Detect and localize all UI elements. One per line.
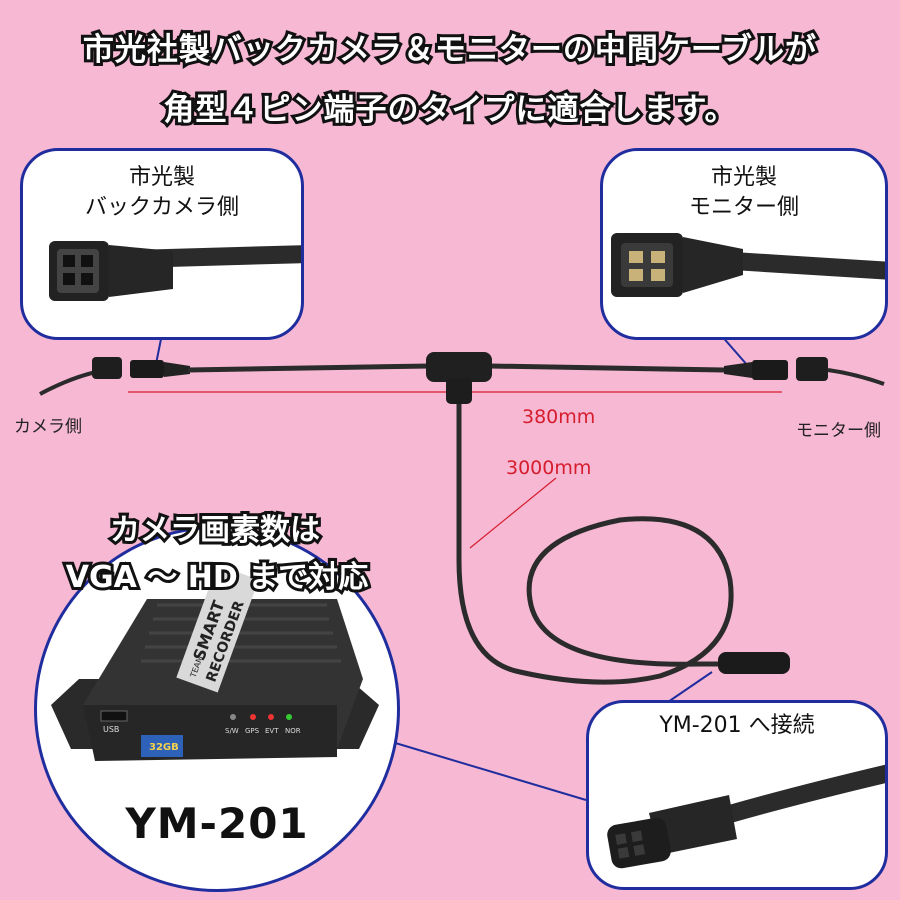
camera-side-title-line-2: バックカメラ側 xyxy=(84,195,239,220)
long-cable xyxy=(456,404,734,685)
length-horizontal-label: 380mm xyxy=(522,406,596,428)
camera-side-label: カメラ側 xyxy=(14,417,82,437)
monitor-bubble-cable xyxy=(732,252,885,280)
monitor-side-title-line-1: 市光製 xyxy=(710,165,777,190)
sd-card-label: 32GB xyxy=(149,742,179,753)
monitor-socket xyxy=(752,360,788,380)
ym201-connector-photo xyxy=(607,764,885,869)
monitor-bubble-boot xyxy=(683,237,743,293)
monitor-side-callout: 市光製 モニター側 xyxy=(600,148,888,340)
promo-line-1: カメラ画素数は xyxy=(107,510,323,551)
t-junction-stem xyxy=(446,378,472,404)
camera-side-title: 市光製 バックカメラ側 xyxy=(23,163,301,223)
camera-bubble-boot xyxy=(109,245,173,297)
port-label-evt: EVT xyxy=(265,727,279,735)
ym201-device-callout: TEAM SMART RECORDER USB 32GB S/W GPS EVT… xyxy=(34,526,400,892)
camera-side-title-line-1: 市光製 xyxy=(128,165,195,190)
t-junction xyxy=(426,352,492,382)
monitor-connector-photo xyxy=(611,233,885,297)
camera-socket-boot xyxy=(164,362,190,377)
ym201-connect-callout: YM-201 へ接続 xyxy=(586,700,888,890)
connect-bubble-connector xyxy=(607,817,671,869)
camera-external-cable xyxy=(39,370,97,396)
headline-line-2: 角型４ピン端子のタイプに適合します。 xyxy=(161,89,739,131)
dimension-line-3000 xyxy=(469,477,557,549)
connect-bubble-boot xyxy=(649,795,737,855)
monitor-external-cable xyxy=(827,368,885,386)
camera-side-callout: 市光製 バックカメラ側 xyxy=(20,148,304,340)
connect-callout-line xyxy=(667,671,713,703)
main-cable-right xyxy=(489,363,725,373)
ym201-callout-line xyxy=(391,741,587,801)
camera-socket xyxy=(130,360,164,378)
ym201-model-name: YM-201 xyxy=(125,799,309,848)
sd-card xyxy=(141,735,183,757)
ym201-connect-title: YM-201 へ接続 xyxy=(659,713,815,738)
length-vertical-label: 3000mm xyxy=(506,457,592,479)
monitor-side-label: モニター側 xyxy=(796,421,881,441)
usb-port xyxy=(100,710,128,722)
headline-line-1: 市光社製バックカメラ＆モニターの中間ケーブルが xyxy=(80,29,819,71)
port-label-nor: NOR xyxy=(285,727,301,735)
camera-connector-photo xyxy=(49,241,301,301)
ym201-connector xyxy=(718,652,790,674)
port-label-gps: GPS xyxy=(245,727,260,735)
main-cable-left xyxy=(187,363,431,373)
monitor-plug xyxy=(796,357,828,381)
camera-plug xyxy=(92,357,122,379)
promo-line-2: VGA ～ HD まで対応 xyxy=(63,557,371,598)
ym201-device-photo: TEAM SMART RECORDER USB 32GB S/W GPS EVT… xyxy=(51,564,379,761)
usb-label: USB xyxy=(103,725,119,734)
monitor-socket-boot xyxy=(724,362,752,378)
port-label-sw: S/W xyxy=(225,727,239,735)
monitor-side-title-line-2: モニター側 xyxy=(688,195,799,220)
monitor-bubble-connector-face xyxy=(621,243,673,287)
monitor-side-title: 市光製 モニター側 xyxy=(603,163,885,223)
